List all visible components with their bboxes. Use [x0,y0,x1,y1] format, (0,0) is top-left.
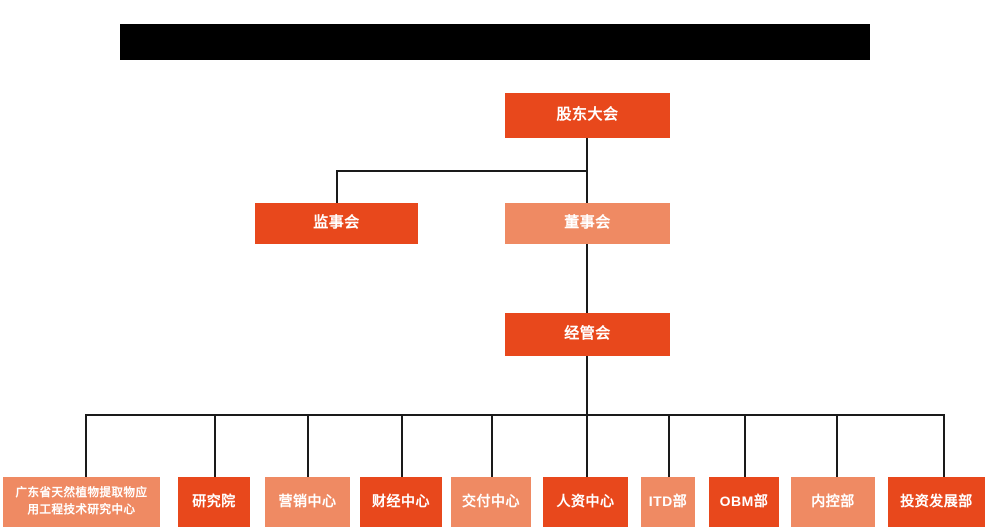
connector-directors-to-management [586,243,588,313]
node-board-of-supervisors[interactable]: 监事会 [255,203,418,244]
connector-drop-dept-6 [586,414,588,477]
connector-drop-dept-3 [307,414,309,477]
connector-level2-bus [336,170,588,172]
connector-department-bus [85,414,943,416]
connector-management-down [586,356,588,414]
connector-drop-dept-5 [491,414,493,477]
node-dept-investment-development[interactable]: 投资发展部 [888,477,985,527]
node-management-committee[interactable]: 经管会 [505,313,670,356]
redacted-title-bar [120,24,870,60]
node-board-of-directors[interactable]: 董事会 [505,203,670,244]
node-dept-marketing-center[interactable]: 营销中心 [265,477,350,527]
node-dept-delivery-center[interactable]: 交付中心 [451,477,531,527]
connector-drop-dept-7 [668,414,670,477]
connector-drop-dept-4 [401,414,403,477]
node-dept-research-center[interactable]: 广东省天然植物提取物应 用工程技术研究中心 [3,477,160,527]
node-dept-hr-center[interactable]: 人资中心 [543,477,628,527]
connector-drop-dept-10 [943,414,945,477]
node-dept-research-institute[interactable]: 研究院 [178,477,250,527]
node-dept-research-center-line1: 广东省天然植物提取物应 [15,487,148,500]
node-dept-itd[interactable]: ITD部 [641,477,695,527]
connector-shareholders-down [586,138,588,171]
connector-drop-dept-8 [744,414,746,477]
connector-to-directors [586,170,588,203]
node-dept-research-center-line2: 用工程技术研究中心 [27,504,136,516]
connector-drop-dept-2 [214,414,216,477]
node-dept-finance-center[interactable]: 财经中心 [360,477,442,527]
node-shareholders-meeting[interactable]: 股东大会 [505,93,670,138]
connector-drop-dept-1 [85,414,87,477]
node-dept-internal-control[interactable]: 内控部 [791,477,875,527]
connector-drop-dept-9 [836,414,838,477]
node-dept-obm[interactable]: OBM部 [709,477,779,527]
connector-to-supervisors [336,170,338,203]
